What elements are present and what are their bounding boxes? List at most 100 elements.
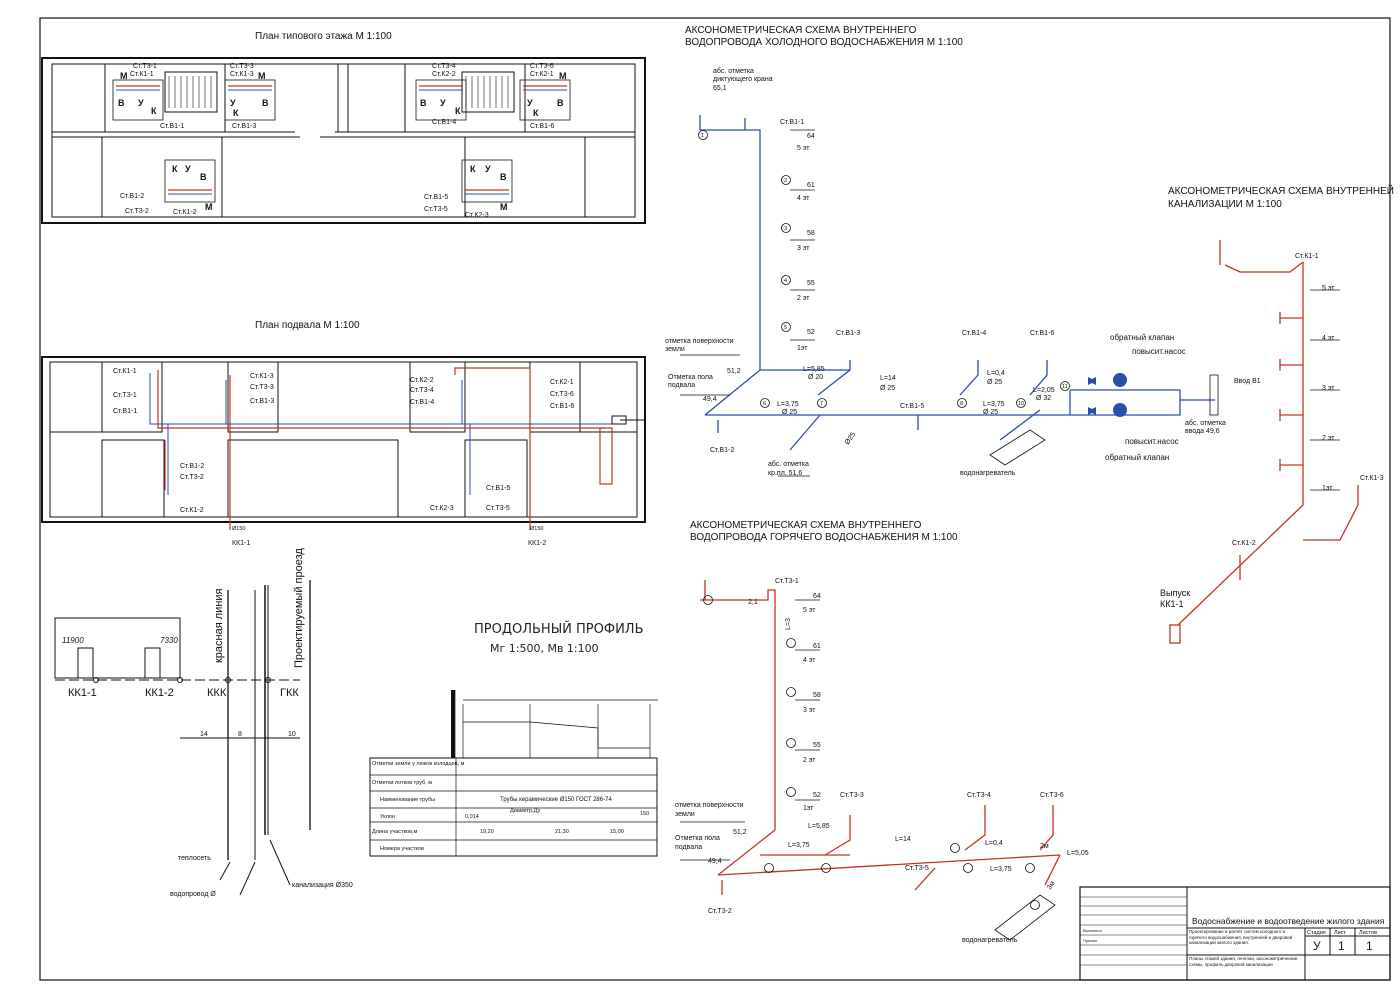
seg-label: L=0,4 [987, 370, 1005, 377]
dn-value: 150 [640, 811, 649, 817]
stamp-val: 1 [1366, 939, 1373, 953]
node-num: 8 [960, 401, 963, 407]
cold-label: кр.пл. 51,6 [768, 470, 802, 477]
stamp-col: Листов [1359, 930, 1377, 936]
floor-mark: 3 эт [803, 707, 816, 714]
riser-label: Ст.В1-5 [486, 485, 510, 492]
profile: ПРОДОЛЬНЫЙ ПРОФИЛЬ Мг 1:500, Мв 1:100 От… [369, 621, 658, 857]
seg-label: L=14 [880, 375, 896, 382]
riser-label: Ст.Т3-6 [530, 63, 554, 70]
riser-label: Ст.В1-5 [424, 194, 448, 201]
fixture-v: В [262, 98, 269, 108]
riser-label: Ст.В1-6 [1030, 330, 1054, 337]
seg-label: L=3 [785, 618, 792, 630]
hot-label: отметка поверхности [675, 802, 744, 809]
riser-label: Ст.Т3-6 [550, 391, 574, 398]
riser-label: Ст.В1-3 [836, 330, 860, 337]
riser-label: Ст.В1-2 [710, 447, 734, 454]
cold-label: абс. отметка [1185, 419, 1226, 427]
riser-label: Ст.Т3-4 [410, 387, 434, 394]
sewer-title: АКСОНОМЕТРИЧЕСКАЯ СХЕМА ВНУТРЕННЕЙ [1168, 184, 1394, 197]
hot-label: Отметка пола [675, 835, 720, 842]
length-value: 15,00 [610, 829, 624, 835]
fixture-m: М [120, 71, 128, 81]
hot-label: Ст.Т3-1 [775, 578, 799, 585]
fixture-k: К [172, 164, 178, 174]
level-mark: 52 [813, 792, 821, 799]
fixture-v: В [420, 98, 427, 108]
red-line-label: красная линия [213, 588, 225, 663]
riser-label: Ст.В1-3 [250, 398, 274, 405]
seg-label: L=2,05 [1033, 387, 1055, 394]
outlet-label: КК1-2 [528, 540, 546, 547]
profile-row: Наименование трубы [380, 797, 435, 803]
seg-label: 2,1 [748, 599, 758, 606]
hot-label: подвала [675, 844, 702, 851]
riser-label: Ст.Т3-5 [486, 505, 510, 512]
level-mark: 55 [807, 280, 815, 287]
riser-label: Ст.В1-2 [180, 463, 204, 470]
stamp-row: Выполнил [1083, 928, 1103, 933]
riser-label: Ст.В1-4 [432, 119, 456, 126]
riser-label: Ст.Т3-6 [1040, 792, 1064, 799]
sewer-title: КАНАЛИЗАЦИИ М 1:100 [1168, 199, 1282, 210]
slope-value: 0,014 [465, 814, 479, 820]
riser-label: Ст.К1-1 [1295, 253, 1319, 260]
seg-label: L=0,4 [985, 840, 1003, 847]
heat-label: теплосеть [178, 855, 211, 862]
seg-label: Ø 25 [983, 409, 998, 416]
fixture-u: У [440, 98, 446, 108]
riser-label: Ст.В1-4 [962, 330, 986, 337]
cold-label: земли [665, 346, 685, 353]
dim-label: 8 [238, 731, 242, 738]
seg-label: L=5,85 [808, 823, 830, 830]
level-mark: 61 [813, 643, 821, 650]
seg-label: Ø25 [844, 431, 857, 446]
hot-label: земли [675, 811, 695, 818]
outlet-label: КК1-1 [1160, 599, 1184, 609]
elev-mark: 7330 [160, 636, 178, 645]
road-label: Проектируемый проезд [293, 548, 305, 668]
profile-title: ПРОДОЛЬНЫЙ ПРОФИЛЬ [474, 621, 644, 637]
seg-label: L=5,05 [1067, 850, 1089, 857]
riser-label: Ст.В1-5 [900, 403, 924, 410]
node-num: 5 [784, 325, 787, 331]
stamp-row: Принял [1083, 938, 1098, 943]
floor-mark: 2 эт [1322, 435, 1335, 442]
stamp-val: 1 [1338, 939, 1345, 953]
stamp-desc: Проектирование и расчёт систем холодного… [1189, 929, 1293, 945]
riser-label: Ст.Т3-3 [840, 792, 864, 799]
node-num: 2 [784, 178, 787, 184]
fixture-v: В [500, 172, 507, 182]
hot-label: 49,4 [708, 858, 722, 865]
check-valve-label: обратный клапан [1105, 453, 1169, 462]
fixture-u: У [230, 98, 236, 108]
floor-mark: 4 эт [803, 657, 816, 664]
riser-label: Ст.К1-2 [1232, 540, 1256, 547]
heater-label: водонагреватель [960, 470, 1016, 477]
heater-label: водонагреватель [962, 937, 1018, 944]
seg-label: L=3,75 [788, 842, 810, 849]
cold-label: абс. отметка [768, 460, 809, 468]
riser-label: Ст.Т3-5 [905, 865, 929, 872]
riser-label: Ст.В1-4 [410, 399, 434, 406]
floor-mark: 2 эт [803, 757, 816, 764]
cold-title: АКСОНОМЕТРИЧЕСКАЯ СХЕМА ВНУТРЕННЕГО [685, 25, 917, 36]
cold-label: Отметка пола [668, 374, 713, 381]
riser-label: Ст.К2-3 [465, 212, 489, 219]
floor-mark: 4 эт [797, 195, 810, 202]
dim-label: 10 [288, 731, 296, 738]
cold-label: отметка поверхности [665, 338, 734, 345]
riser-label: Ст.К1-3 [250, 373, 274, 380]
stamp-val: У [1313, 939, 1321, 953]
seg-label: Ø 20 [808, 374, 823, 381]
level-mark: 64 [807, 133, 815, 140]
cold-water-scheme: АКСОНОМЕТРИЧЕСКАЯ СХЕМА ВНУТРЕННЕГО ВОДО… [665, 25, 1261, 477]
level-mark: 55 [813, 742, 821, 749]
profile-scale: Мг 1:500, Мв 1:100 [490, 642, 599, 655]
cold-label: 49,4 [703, 396, 717, 403]
riser-label: Ст.К2-1 [550, 379, 574, 386]
fixture-m: М [205, 202, 213, 212]
fixture-u: У [185, 164, 191, 174]
riser-label: Ст.В1-1 [113, 408, 137, 415]
